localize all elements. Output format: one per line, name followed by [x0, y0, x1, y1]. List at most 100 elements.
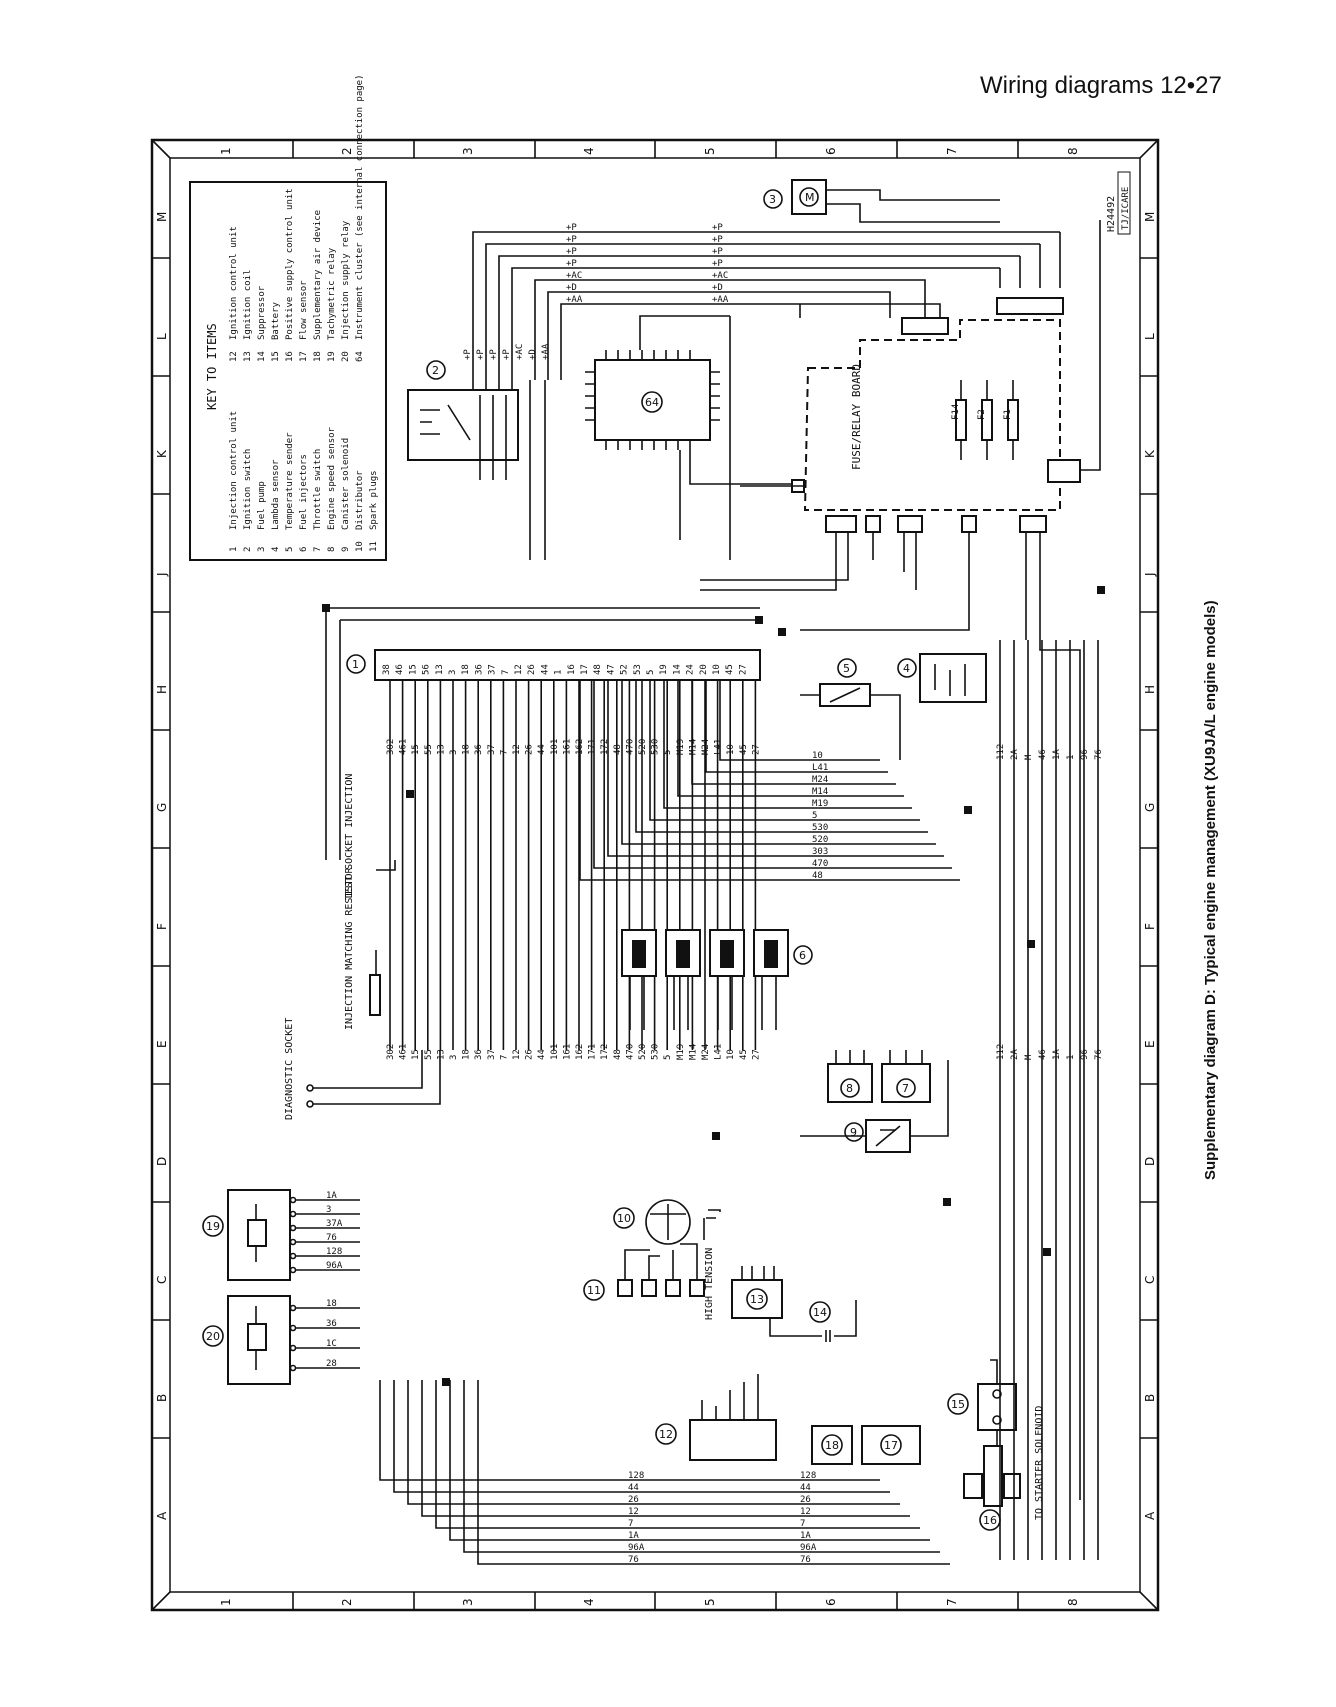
- callout-2: [426, 360, 446, 380]
- svg-text:INJECTION MATCHING RESISTOR: INJECTION MATCHING RESISTOR: [344, 866, 355, 1030]
- key-item-num: 6: [299, 547, 309, 552]
- ecu-wire-label: 37: [487, 744, 497, 755]
- fuse-relay-board: [803, 319, 1061, 511]
- svg-text:19: 19: [206, 1220, 220, 1233]
- key-item-label: Ignition switch: [243, 449, 253, 530]
- grid-col-6-bottom: 6: [824, 1598, 838, 1606]
- bottom-bus-wire: [477, 1380, 950, 1565]
- right-wire-label: 2A: [1010, 749, 1020, 760]
- bottom-bus-label: 96A: [628, 1543, 645, 1553]
- ecu-pin: 37: [488, 664, 498, 675]
- ecu-wire-label: 36: [474, 744, 484, 755]
- grid-col-3-bottom: 3: [461, 1598, 475, 1606]
- ecu-wire-label-low: 3: [449, 1055, 459, 1060]
- supply-label: +AC: [566, 271, 582, 281]
- right-wire-label-mid: 2A: [1010, 1049, 1020, 1060]
- key-item-label: Lambda sensor: [271, 459, 281, 530]
- relay-19-wire-label: 96A: [326, 1261, 343, 1271]
- right-wire-label: 112: [996, 744, 1006, 760]
- grid-row-A: A: [155, 1511, 169, 1520]
- right-wire-label: 96: [1080, 749, 1090, 760]
- svg-text:DIAGNOSTIC SOCKET: DIAGNOSTIC SOCKET: [284, 1018, 295, 1120]
- ecu-pin: 45: [725, 664, 735, 675]
- ecu-pin: 48: [593, 664, 603, 675]
- grid-row-M-right: M: [1143, 212, 1157, 222]
- relay-20-wire-label: 1C: [326, 1339, 337, 1349]
- ecu-wire-label-low: 461: [399, 1044, 409, 1060]
- key-item-num: 13: [243, 351, 253, 362]
- bottom-bus-label: 44: [628, 1483, 639, 1493]
- key-item-label: Canister solenoid: [341, 438, 351, 530]
- high-tension-label: HIGH TENSION: [704, 1248, 715, 1320]
- supply-label-vertical: +P: [502, 349, 512, 360]
- callout-5: [837, 658, 857, 678]
- bottom-bus-label-right: 1A: [800, 1531, 811, 1541]
- fuses: [955, 380, 1019, 460]
- ecu-wire-label: 172: [600, 739, 610, 755]
- key-item-num: 14: [257, 351, 267, 362]
- relay-20-wire-label: 36: [326, 1319, 337, 1329]
- supply-label-vertical: +AA: [541, 343, 551, 360]
- callout-4: [897, 658, 917, 678]
- ecu-wire-label: 10: [726, 744, 736, 755]
- relay-19-wire-label: 1A: [326, 1191, 337, 1201]
- key-item-label: Tachymetric relay: [327, 247, 337, 340]
- bus-wire: [719, 680, 880, 761]
- key-item-num: 9: [341, 547, 351, 552]
- grid-row-K-right: K: [1143, 449, 1157, 458]
- supply-label-vertical: +AC: [515, 344, 525, 360]
- bottom-bus-wire: [379, 1380, 880, 1481]
- ecu-pin: 18: [461, 664, 471, 675]
- header-title: Wiring diagrams: [980, 72, 1154, 99]
- fuse-f14: F14: [951, 404, 961, 420]
- svg-text:2: 2: [432, 364, 439, 377]
- supply-bus: [472, 231, 1061, 390]
- ecu-wire-label: 470: [625, 739, 635, 755]
- grid-row-B: B: [155, 1394, 169, 1402]
- grid-row-L: L: [155, 333, 169, 340]
- key-item-num: 4: [271, 547, 281, 552]
- bus-wire: [677, 680, 904, 797]
- grid-row-H-right: H: [1143, 685, 1157, 694]
- ecu-pin: 13: [435, 664, 445, 675]
- svg-text:11: 11: [587, 1284, 601, 1297]
- ecu-wire-label: 302: [386, 739, 396, 755]
- bus-label: L41: [812, 763, 828, 773]
- bottom-bus-label-right: 96A: [800, 1543, 817, 1553]
- grid-row-K: K: [155, 449, 169, 458]
- tachymetric-relay-19: 19: [202, 1189, 291, 1281]
- right-wire-label: 76: [1094, 749, 1104, 760]
- bus-label: 48: [812, 871, 823, 881]
- grid-col-5: 5: [703, 147, 717, 155]
- ecu-pin: 3: [448, 670, 458, 675]
- fuel-injectors: [621, 929, 789, 1030]
- grid-row-F-right: F: [1143, 923, 1157, 930]
- bottom-bus-wire: [393, 1380, 890, 1493]
- ecu-wire-label-low: M24: [701, 1044, 711, 1060]
- grid-col-3: 3: [461, 147, 475, 155]
- ecu-pin: 46: [395, 664, 405, 675]
- fuse-f1: F1: [1003, 409, 1013, 420]
- ecu-pin: 1: [554, 670, 564, 675]
- supply-label: +P: [566, 259, 577, 269]
- figure-caption: Supplementary diagram D: Typical engine …: [1202, 600, 1219, 1180]
- ecu-wire-label-low: 172: [600, 1044, 610, 1060]
- positive-supply-control-unit: 16: [963, 1445, 1021, 1531]
- grid-col-8: 8: [1066, 147, 1080, 155]
- grid-row-D-right: D: [1143, 1157, 1157, 1166]
- key-item-label: Supplementary air device: [313, 210, 323, 340]
- svg-text:20: 20: [206, 1330, 220, 1343]
- svg-text:5: 5: [843, 662, 850, 675]
- ecu-wire-label-low: 161: [562, 1044, 572, 1060]
- bottom-bus-label-right: 128: [800, 1471, 816, 1481]
- supply-label: +AC: [712, 271, 728, 281]
- key-item-num: 8: [327, 547, 337, 552]
- right-wire-label-mid: 96: [1080, 1049, 1090, 1060]
- supply-wire-labels: +P+P+P+P+P+P+P+P+P+P+P+P+AC+AC+AC+D+D+D+…: [463, 223, 729, 360]
- ecu-pin: 17: [580, 664, 590, 675]
- ecu-wire-label-low: 470: [625, 1044, 635, 1060]
- ecu-pin: 38: [382, 664, 392, 675]
- bus-wire: [579, 680, 960, 881]
